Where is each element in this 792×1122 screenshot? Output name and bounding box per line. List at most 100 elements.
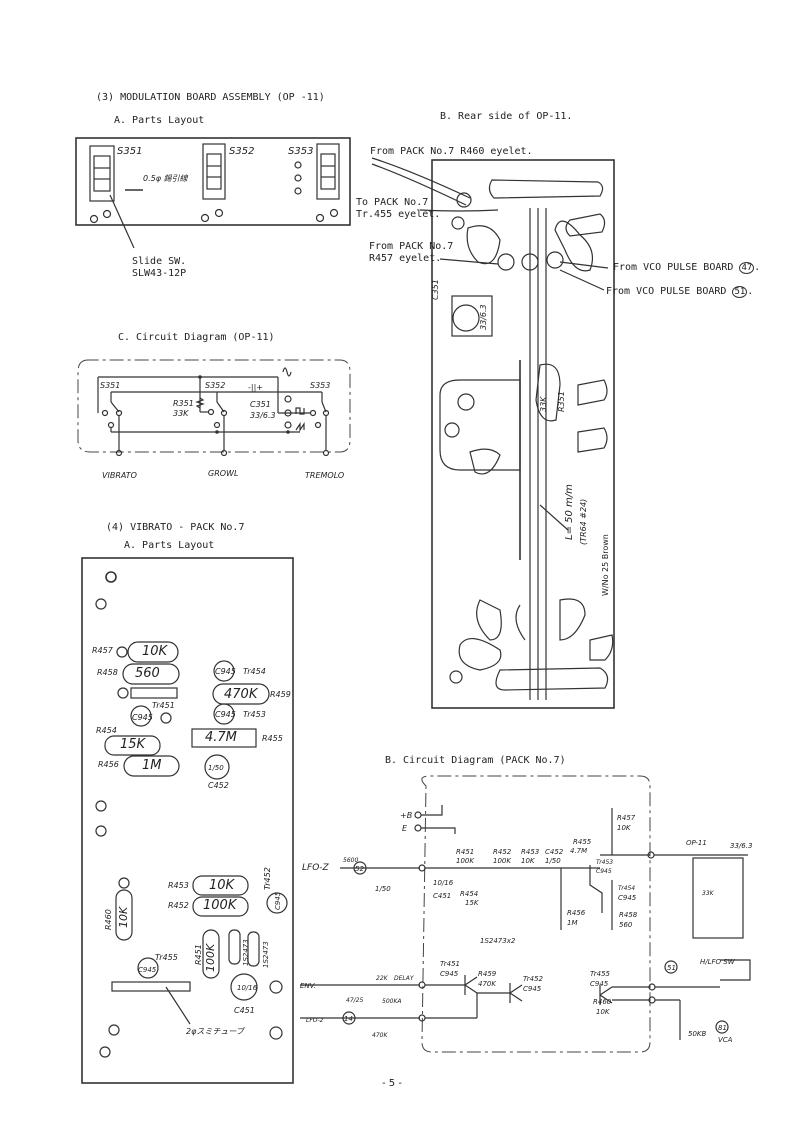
circuit-r455: R455 <box>573 838 592 846</box>
circuit-r453: R453 <box>521 848 540 856</box>
r452-value: 100K <box>203 898 237 913</box>
circuit-r351-value: 33K <box>173 409 189 418</box>
circuit-r457-value: 10K <box>617 824 631 832</box>
circuit-s352-label: S352 <box>205 381 226 390</box>
r455-ref: R455 <box>262 734 283 743</box>
wire-note: 0.5φ 錫引線 <box>143 174 188 183</box>
circuit-op11: OP-11 <box>686 839 707 847</box>
rear-side-title: B. Rear side of OP-11. <box>440 111 573 122</box>
circuit-tr455: Tr455 <box>590 970 610 978</box>
circuit-tr452: Tr452 <box>523 975 543 983</box>
circuit-r455-value: 4.7M <box>570 847 588 855</box>
circuit-r451: R451 <box>456 848 475 856</box>
circuit-r-delay: 22K <box>376 975 388 982</box>
switch-s351-label: S351 <box>117 146 143 157</box>
circuit-env: ENV. <box>300 982 316 990</box>
circuit-r456: R456 <box>567 909 586 917</box>
r458-value: 560 <box>135 666 160 681</box>
circuit-r456-value: 1M <box>567 919 578 927</box>
circuit-lfo-2: LFO-2 <box>306 1017 324 1024</box>
circuit-c351-polarity: -||+ <box>248 383 263 392</box>
tr455-value: C945 <box>138 966 157 974</box>
section3-title: (3) MODULATION BOARD ASSEMBLY (OP -11) <box>96 92 325 103</box>
circuit-c351-value: 33/6.3 <box>250 411 276 420</box>
pack7-parts-layout-title: A. Parts Layout <box>124 540 215 551</box>
circuit-r-input: 5600 <box>343 857 359 864</box>
r459-ref: R459 <box>270 690 291 699</box>
circuit-tr451: Tr451 <box>440 960 460 968</box>
c451-value: 10/16 <box>237 984 258 992</box>
circuit-lfo-z: LFO-Z <box>302 863 329 873</box>
from-vco-51-label: From VCO PULSE BOARD 51. <box>606 286 754 298</box>
circuit-delay-pot: 500KA <box>382 998 402 1005</box>
circuit-r454: R454 <box>460 890 479 898</box>
output-growl: GROWL <box>208 469 239 478</box>
circuit-tr454-value: C945 <box>618 894 637 902</box>
tr453-ref: Tr453 <box>243 710 266 719</box>
slide-switch-part-number: SLW43-12P <box>132 268 187 279</box>
op11-circuit-title: C. Circuit Diagram (OP-11) <box>118 332 275 343</box>
circuit-r459: R459 <box>478 970 497 978</box>
node-47-badge: 47 <box>739 262 755 274</box>
circuit-r457: R457 <box>617 814 636 822</box>
from-vco-51-text: From VCO PULSE BOARD <box>606 286 727 297</box>
tr453-value: C945 <box>215 710 236 719</box>
section4-title: (4) VIBRATO - PACK No.7 <box>106 522 245 533</box>
circuit-lfo-sw: H/LFO SW <box>700 958 735 966</box>
r458-ref: R458 <box>97 668 118 677</box>
r456-value: 1M <box>142 758 162 773</box>
r457-value: 10K <box>142 644 168 659</box>
circuit-c452: C452 <box>545 848 564 856</box>
r457-ref: R457 <box>92 646 113 655</box>
r456-ref: R456 <box>98 760 119 769</box>
r453-value: 10K <box>209 878 235 893</box>
circuit-c451-value: 10/16 <box>433 879 454 887</box>
from-vco-47-label: From VCO PULSE BOARD 47. <box>613 262 761 274</box>
from-r460-label: From PACK No.7 R460 eyelet. <box>370 146 533 157</box>
circuit-op11-cap: 33/6.3 <box>730 842 753 850</box>
circuit-r459-value: 470K <box>478 980 496 988</box>
circuit-node-81: 81 <box>718 1024 727 1032</box>
to-pack-label-line2: Tr.455 eyelet. <box>356 209 441 220</box>
r452-ref: R452 <box>168 901 189 910</box>
circuit-node-14: 14 <box>344 1015 353 1023</box>
circuit-node-52: 52 <box>355 865 364 873</box>
output-vibrato: VIBRATO <box>102 471 137 480</box>
circuit-r458: R458 <box>619 911 638 919</box>
circuit-r460: R460 <box>593 998 612 1006</box>
pack7-circuit-title: B. Circuit Diagram (PACK No.7) <box>385 755 566 766</box>
circuit-s351-label: S351 <box>100 381 121 390</box>
circuit-plus-b: +B <box>400 811 413 820</box>
from-vco-47-text: From VCO PULSE BOARD <box>613 262 734 273</box>
r454-ref: R454 <box>96 726 117 735</box>
r459-value: 470K <box>224 687 258 702</box>
circuit-r458-value: 560 <box>619 921 633 929</box>
circuit-r451-value: 100K <box>456 857 474 865</box>
tr454-value: C945 <box>215 667 236 676</box>
circuit-tr454: Tr454 <box>618 885 636 892</box>
tr454-ref: Tr454 <box>243 667 266 676</box>
page-number: - 5 - <box>382 1078 402 1089</box>
c452-value: 1/50 <box>208 764 224 772</box>
circuit-env-cap: 47/25 <box>346 997 364 1004</box>
c451-ref: C451 <box>234 1006 255 1015</box>
circuit-c-input: 1/50 <box>375 885 391 893</box>
circuit-r452: R452 <box>493 848 512 856</box>
circuit-c452-value: 1/50 <box>545 857 561 865</box>
tube-note: 2φスミチューブ <box>186 1027 244 1036</box>
slide-switch-callout: Slide SW. <box>132 256 187 267</box>
node-51-badge: 51 <box>732 286 748 298</box>
tr451-ref: Tr451 <box>152 701 175 710</box>
circuit-r351-label: R351 <box>173 399 194 408</box>
tr451-value: C945 <box>132 713 153 722</box>
parts-layout-title: A. Parts Layout <box>114 115 205 126</box>
circuit-tr455-value: C945 <box>590 980 609 988</box>
circuit-r-lfo2: 470K <box>372 1032 388 1039</box>
circuit-op11-res: 33K <box>702 890 714 897</box>
circuit-tr453-value: C945 <box>596 868 612 875</box>
